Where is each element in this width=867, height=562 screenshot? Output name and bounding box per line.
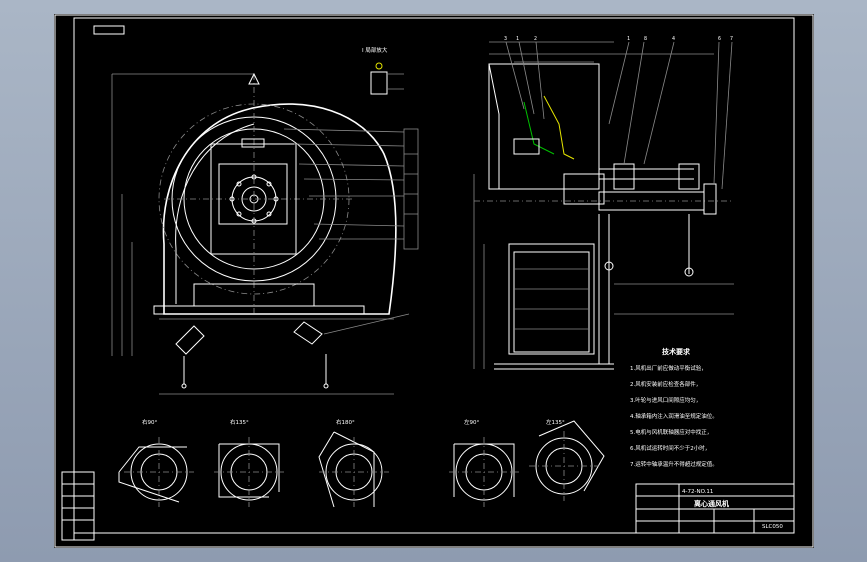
view-label-1: 右90°	[142, 418, 157, 426]
title-block-drawing-no: SLC050	[762, 524, 783, 530]
tech-requirements-heading: 技术要求	[662, 347, 691, 356]
title-block-title: 离心通风机	[694, 499, 729, 508]
part-number-1a: 1	[516, 36, 519, 42]
outer-border	[54, 14, 814, 548]
view-label-5: 左135°	[546, 418, 565, 426]
revision-strip	[61, 471, 95, 541]
part-number-6: 6	[718, 36, 721, 42]
tech-req-3: 3.叶轮与进风口间隙应均匀，	[630, 396, 701, 404]
part-number-8: 8	[644, 36, 647, 42]
part-number-2: 2	[534, 36, 537, 42]
inner-border	[73, 17, 795, 534]
detail-label: I 局部放大	[362, 46, 388, 54]
part-number-labels: 3 1 2 1 8 4 6 7	[504, 36, 733, 42]
part-number-4: 4	[672, 36, 675, 42]
part-number-7: 7	[730, 36, 733, 42]
view-label-3: 右180°	[336, 418, 355, 426]
view-label-2: 右135°	[230, 418, 249, 426]
cad-drawing: 3 1 2 1 8 4 6 7 I 局部放大	[54, 14, 814, 548]
title-block: 4-72-NO.11 离心通风机 SLC050	[635, 483, 795, 534]
cad-drawing-sheet: 3 1 2 1 8 4 6 7 I 局部放大	[54, 14, 814, 548]
tech-req-7: 7.运转中轴承温升不得超过规定值。	[630, 460, 718, 468]
front-view	[111, 72, 419, 395]
side-view	[473, 41, 734, 370]
tech-req-5: 5.电机与风机联轴器应对中找正，	[630, 428, 712, 436]
title-block-model: 4-72-NO.11	[682, 489, 713, 495]
part-number-1b: 1	[627, 36, 630, 42]
corner-tag	[93, 25, 125, 35]
orientation-views	[118, 420, 605, 508]
view-label-4: 左90°	[464, 418, 479, 426]
orientation-view-labels: 右90° 右135° 右180° 左90° 左135°	[142, 418, 565, 426]
tech-requirements: 技术要求 1.风机出厂前应做动平衡试验， 2.风机安装前应检查各部件， 3.叶轮…	[630, 347, 718, 468]
part-number-3: 3	[504, 36, 507, 42]
tech-req-6: 6.风机试运转时间不少于2小时，	[630, 444, 710, 452]
tech-req-1: 1.风机出厂前应做动平衡试验，	[630, 364, 707, 372]
tech-req-4: 4.轴承箱内注入润滑油至规定油位。	[630, 412, 718, 420]
tech-req-2: 2.风机安装前应检查各部件，	[630, 380, 701, 388]
detail-i	[370, 62, 404, 95]
